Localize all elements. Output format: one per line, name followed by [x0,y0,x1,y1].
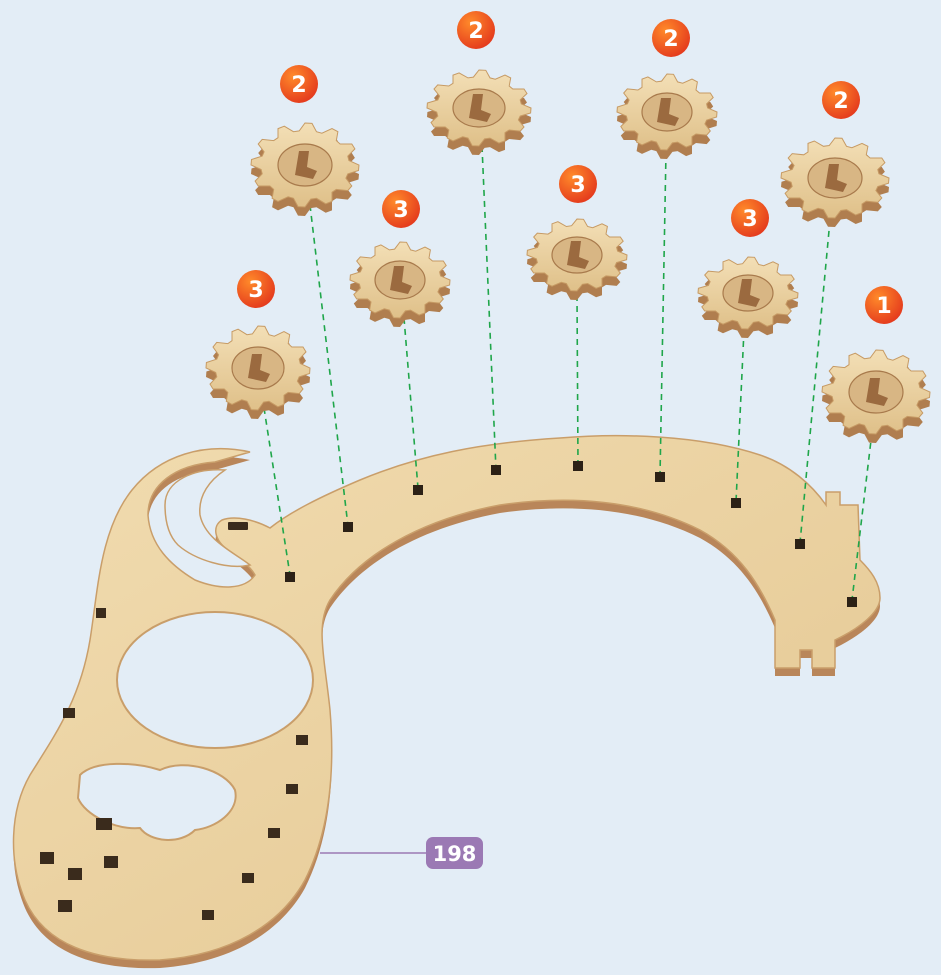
mount-hole [343,522,353,532]
gear-key-slot [390,266,412,294]
mount-hole [655,472,665,482]
guide-line-5 [576,294,579,466]
badge-number: 1 [876,294,891,319]
mount-hole [795,539,805,549]
gear-key-slot [469,94,491,122]
guide-line-7 [735,329,745,503]
gear-part [616,73,718,159]
mount-hole [847,597,857,607]
gear-part [697,256,799,338]
wooden-plate-part [12,434,881,969]
part-number: 198 [433,842,477,866]
gear-key-slot [248,354,270,382]
gear-part [205,325,311,419]
quantity-badge: 2 [280,65,318,103]
guide-line-4 [481,145,497,471]
gear-part [426,69,532,155]
gear-part [250,122,360,216]
loop-cutout [164,469,252,567]
guide-lines [263,145,873,601]
part-number-badge [426,837,483,869]
badge-number: 3 [393,198,408,223]
mount-hole [413,485,423,495]
gear-key-slot [295,151,317,179]
mount-hole [491,465,501,475]
quantity-badge: 2 [652,19,690,57]
gear-key-slot [657,98,679,126]
gear-part [349,241,451,327]
badge-number: 3 [570,173,585,198]
part-number-callout: 198 [320,837,483,869]
badge-number: 2 [468,19,483,44]
quantity-badge: 3 [559,165,597,203]
mounting-holes [285,461,857,607]
badge-number: 3 [248,278,263,303]
mount-hole [573,461,583,471]
quantity-badge: 2 [822,81,860,119]
gear-key-slot [567,241,589,269]
eye-cutout [116,611,314,749]
guide-line-6 [659,151,667,477]
gear-part [526,218,628,300]
gears-group [205,69,931,443]
badge-number: 2 [663,27,678,52]
quantity-badge: 3 [237,270,275,308]
gear-key-slot [738,279,760,307]
quantity-badge: 1 [865,286,903,324]
gear-key-slot [825,164,847,192]
quantity-badge: 3 [731,199,769,237]
gear-part [780,137,890,227]
mount-hole [285,572,295,582]
quantity-badge: 3 [382,190,420,228]
quantity-badges: 3 2 3 2 3 2 3 2 [237,11,903,324]
gear-part [821,349,931,443]
gear-key-slot [866,378,888,406]
quantity-badge: 2 [457,11,495,49]
guide-line-2 [309,204,349,527]
plate-body [12,434,881,961]
badge-number: 3 [742,207,757,232]
badge-number: 2 [291,73,306,98]
peg-slots [40,522,308,920]
badge-number: 2 [833,89,848,114]
mount-hole [731,498,741,508]
mouth-cutout [76,762,237,841]
